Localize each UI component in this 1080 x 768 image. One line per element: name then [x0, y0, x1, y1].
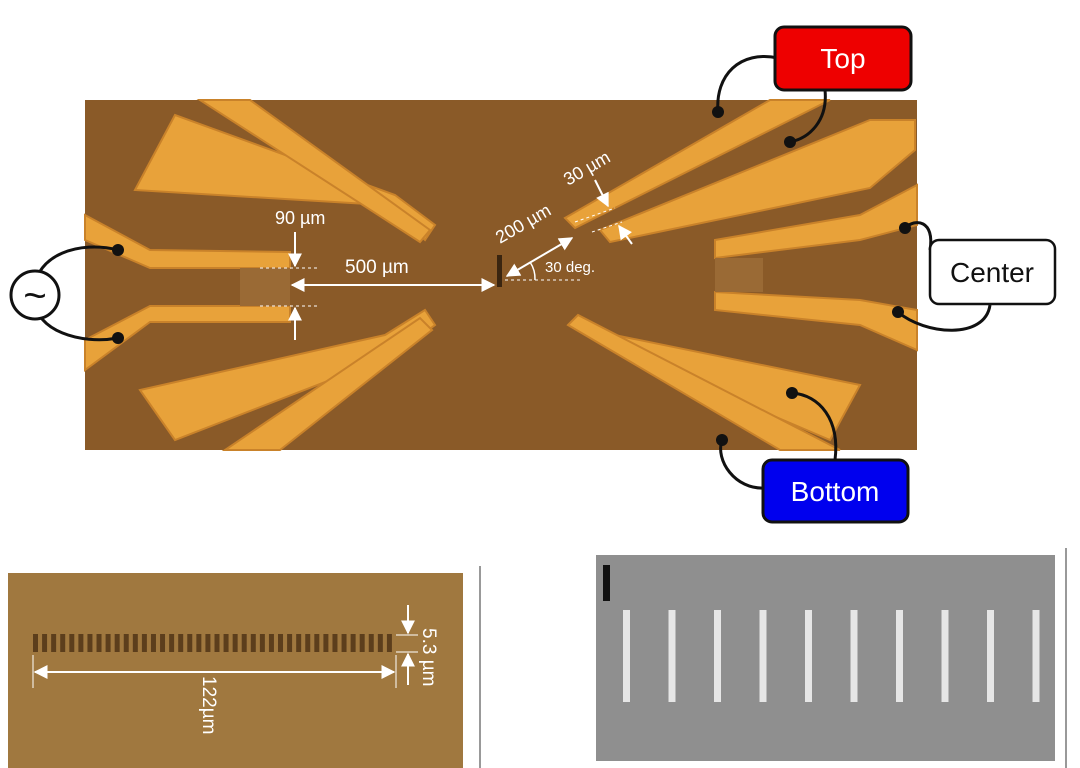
grating-bar	[341, 634, 347, 652]
label-122um: 122µm	[198, 676, 219, 734]
contact-dot	[112, 332, 124, 344]
scale-bar-icon	[603, 565, 610, 601]
grating-bar	[377, 634, 383, 652]
grating-bar	[332, 634, 338, 652]
contact-dot	[899, 222, 911, 234]
grating-bar	[51, 634, 57, 652]
center-terminal-label: Center	[928, 238, 1057, 306]
connection-dots	[112, 106, 911, 446]
dimension-500um: 500 µm	[290, 257, 496, 292]
grating-bar	[105, 634, 111, 652]
dimension-5-3um: 5.3 µm	[396, 605, 439, 686]
grating-bar	[214, 634, 220, 652]
sem-line	[759, 610, 767, 702]
grating-bar	[241, 634, 247, 652]
grating-array	[33, 634, 392, 652]
grating-bar	[314, 634, 320, 652]
bottom-label-text: Bottom	[791, 476, 880, 507]
grating-bar	[250, 634, 256, 652]
label-90um: 90 µm	[275, 208, 325, 228]
grating-bar	[141, 634, 147, 652]
contact-dot	[784, 136, 796, 148]
label-500um: 500 µm	[345, 257, 409, 278]
grating-bar	[78, 634, 84, 652]
grating-bar	[178, 634, 184, 652]
grating-bar	[368, 634, 374, 652]
grating-bar	[223, 634, 229, 652]
electrode-lead-upper-right	[563, 99, 831, 230]
dimension-122um: 122µm	[32, 655, 397, 734]
left-gap-region	[240, 268, 290, 306]
wire-center-lower	[897, 304, 992, 332]
sem-line	[850, 610, 858, 702]
sem-line-array	[623, 610, 1040, 702]
sem-line	[987, 610, 994, 702]
contact-dot	[786, 387, 798, 399]
grating-substrate	[8, 573, 463, 768]
contact-dot	[892, 306, 904, 318]
grating-bar	[386, 634, 392, 652]
electrode-pad-upper-right	[598, 119, 916, 244]
sem-line	[668, 610, 676, 702]
grating-bar	[160, 634, 166, 652]
bottom-terminal-label: Bottom	[761, 458, 910, 524]
ac-source-icon: ~	[9, 269, 61, 321]
grating-bar	[169, 634, 175, 652]
grating-bar	[42, 634, 48, 652]
grating-bar	[87, 634, 93, 652]
electrode-pad-upper-left	[133, 113, 437, 242]
sem-line	[805, 610, 812, 702]
grating-bar	[232, 634, 238, 652]
center-label-text: Center	[950, 257, 1034, 288]
contact-dot	[716, 434, 728, 446]
top-label-text: Top	[820, 43, 865, 74]
sem-line	[623, 610, 630, 702]
grating-bar	[114, 634, 120, 652]
grating-bar	[33, 634, 38, 652]
right-gap-region	[715, 258, 763, 292]
grating-bar	[123, 634, 129, 652]
label-30deg: 30 deg.	[545, 259, 595, 276]
grating-bar	[205, 634, 211, 652]
grating-bar	[96, 634, 102, 652]
grating-bar	[278, 634, 284, 652]
sem-line	[1032, 610, 1040, 702]
grating-bar	[350, 634, 356, 652]
grating-bar	[187, 634, 193, 652]
sem-line	[941, 610, 949, 702]
grating-bar	[60, 634, 66, 652]
central-grating	[497, 255, 502, 287]
grating-bar	[359, 634, 365, 652]
top-micrograph-panel: 90 µm 500 µm 200 µm 30 deg. 30 µm	[84, 99, 918, 451]
contact-dot	[112, 244, 124, 256]
sem-line	[896, 610, 903, 702]
bottom-right-sem-panel	[596, 548, 1067, 768]
electrode-pad-lower-right	[566, 313, 841, 451]
grating-bar	[305, 634, 311, 652]
grating-bar	[268, 634, 274, 652]
wire-bottom-left	[719, 439, 766, 490]
wire-bottom-right	[791, 391, 838, 461]
grating-bar	[196, 634, 202, 652]
contact-dot	[712, 106, 724, 118]
grating-bar	[132, 634, 138, 652]
grating-bar	[259, 634, 265, 652]
grating-bar	[296, 634, 302, 652]
wire-top-left	[716, 55, 779, 113]
grating-bar	[287, 634, 293, 652]
dimension-90um: 90 µm	[260, 208, 325, 340]
electrode-left-lower	[84, 305, 291, 372]
ac-source-symbol: ~	[23, 274, 46, 318]
sem-line	[714, 610, 721, 702]
sem-background	[596, 555, 1055, 761]
grating-bar	[150, 634, 156, 652]
electrode-lead-lower-left	[221, 316, 434, 451]
bottom-left-micrograph-panel: 5.3 µm 122µm	[8, 566, 481, 768]
label-5-3um: 5.3 µm	[418, 628, 439, 686]
top-terminal-label: Top	[773, 25, 913, 92]
grating-bar	[323, 634, 329, 652]
electrode-lead-upper-left	[196, 99, 432, 244]
grating-bar	[69, 634, 75, 652]
